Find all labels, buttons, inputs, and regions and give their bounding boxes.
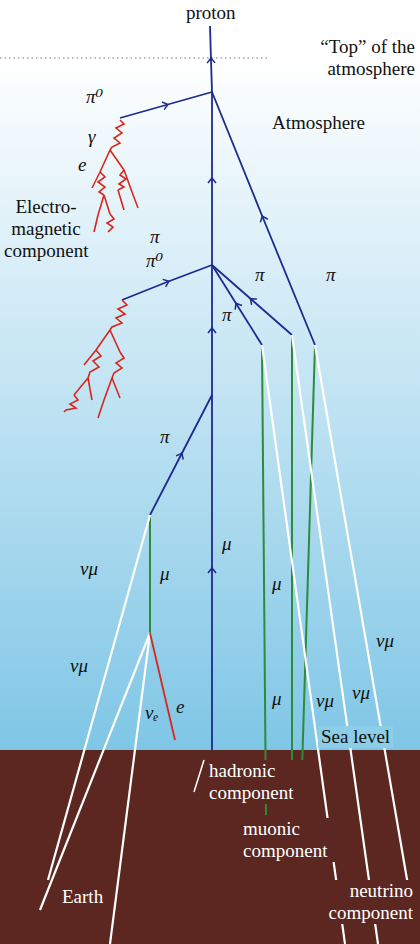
atmosphere-top-line [0,57,268,58]
particle-label: νμ [70,655,88,677]
particle-label: π⁰ [86,86,103,108]
electron-track [118,190,124,210]
em-shower [64,300,127,418]
muon-track [262,345,266,815]
particle-label: μ [160,563,170,585]
particle-label: π⁰ [146,250,163,272]
particle-label: γ [88,126,96,148]
electron-track [110,150,124,170]
neutrino-tracks [40,335,414,944]
electron-track [100,150,110,172]
boundary-label: “Top” of the atmosphere [285,36,415,80]
photon-wave [112,352,124,378]
photon-wave [88,350,101,378]
electron-track [104,195,110,214]
particle-label: e [78,154,86,176]
electron-track [112,378,120,398]
particle-label: νμ [376,630,394,652]
particle-label: νμ [352,682,370,704]
photon-wave [110,300,127,330]
neutrino-track [48,515,150,880]
electron-track [96,330,110,350]
particle-label: π [326,264,336,286]
electron-track [84,350,96,365]
electron-track [94,215,98,232]
electron-track [132,192,138,208]
component-label: neutrino component [314,880,416,924]
electron-track [92,172,100,188]
neutrino-track [40,633,150,910]
particle-label: νₑ [145,702,158,724]
particle-label: π [160,426,170,448]
electron-track [74,378,88,395]
atmosphere-ground [0,0,420,750]
hadron-track [211,395,213,750]
electron-track [98,400,104,418]
particle-label: μ [272,573,282,595]
photon-wave [107,214,114,232]
pion-track [212,265,292,335]
region-label: Atmosphere [272,112,365,134]
pion-track [120,92,212,118]
pion-track [211,92,213,265]
neutrino-track [110,633,150,944]
electron-track [88,378,92,400]
photon-wave [64,395,78,412]
electron-track [150,633,175,740]
electron-track [110,330,120,352]
particle-label: π [222,304,232,326]
particle-label: proton [186,2,236,24]
em-shower [92,120,138,232]
boundary-label: Sea level [318,726,393,748]
particle-label: μ [222,533,232,555]
leader-slash [194,760,204,792]
electron-track [104,378,112,400]
component-label: hadronic component [206,760,312,804]
photon-wave [118,170,126,190]
photon-wave [110,120,124,150]
earth-ground [0,750,420,944]
pion-track [212,265,262,345]
region-label: Earth [62,886,103,908]
muon-tracks [150,335,315,815]
component-label: Electro- magnetic component [4,196,88,262]
particle-label: νμ [80,558,98,580]
muon-track [149,515,151,633]
particle-label: π [255,264,265,286]
proton-track [210,26,212,92]
electron-track [98,195,104,215]
pion-track [150,395,212,515]
electron-track [124,170,132,192]
particle-label: e [176,696,184,718]
component-label: muonic component [240,818,346,862]
pion-track [122,265,212,300]
particle-label: νμ [316,690,334,712]
particle-label: π [150,226,160,248]
particle-label: μ [272,688,282,710]
pion-track [211,265,213,395]
